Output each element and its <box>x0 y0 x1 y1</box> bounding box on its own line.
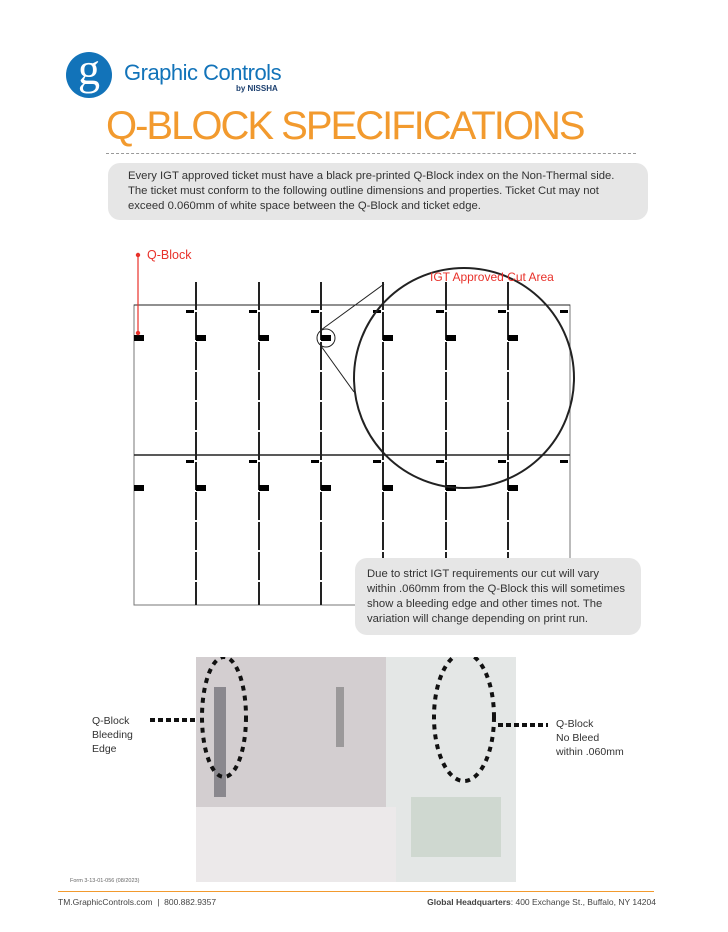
qblock-mark <box>508 335 518 341</box>
product-photo <box>196 657 516 882</box>
small-mark <box>249 310 257 313</box>
cut-area-label: IGT Approved Cut Area <box>430 270 554 284</box>
logo-icon: g <box>66 48 112 98</box>
small-mark <box>498 310 506 313</box>
small-mark <box>498 460 506 463</box>
zoom-line-top <box>320 283 385 331</box>
small-mark <box>311 310 319 313</box>
qblock-mark <box>321 485 331 491</box>
zoom-line-bottom <box>320 345 355 393</box>
brand-name: Graphic Controls <box>124 60 282 85</box>
small-mark <box>249 460 257 463</box>
note-text: Due to strict IGT requirements our cut w… <box>355 558 641 635</box>
small-mark <box>186 310 194 313</box>
left-leader <box>150 718 195 722</box>
brand-sub: by NISSHA <box>236 84 278 93</box>
divider <box>106 153 636 154</box>
small-mark <box>373 460 381 463</box>
footer-hq: Global Headquarters: 400 Exchange St., B… <box>427 897 656 907</box>
small-mark <box>186 460 194 463</box>
right-leader <box>498 723 548 727</box>
page-title: Q-BLOCK SPECIFICATIONS <box>106 104 586 148</box>
form-number: Form 3-13-01-056 (08/2023) <box>70 878 140 884</box>
qblock-mark <box>259 485 269 491</box>
small-mark <box>560 460 568 463</box>
footer-divider <box>58 891 654 892</box>
pointer-dot <box>135 330 141 336</box>
qblock-mark <box>383 485 393 491</box>
intro-text: Every IGT approved ticket must have a bl… <box>108 163 648 220</box>
detail-circle <box>316 328 336 348</box>
qblock-label: Q-Block <box>147 248 192 262</box>
small-mark <box>560 310 568 313</box>
qblock-mark <box>321 335 331 341</box>
qblock-mark <box>196 335 206 341</box>
qblock-mark <box>259 335 269 341</box>
qblock-mark <box>196 485 206 491</box>
ticket-grid <box>133 282 571 606</box>
qblock-mark <box>508 485 518 491</box>
qblock-mark <box>134 335 144 341</box>
footer-contact[interactable]: TM.GraphicControls.com | 800.882.9357 <box>58 897 217 907</box>
qblock-mark <box>446 335 456 341</box>
qblock-mark <box>383 335 393 341</box>
qblock-mark <box>134 485 144 491</box>
qblock-diagram <box>133 252 575 606</box>
pointer-dot <box>135 252 141 258</box>
small-mark <box>436 460 444 463</box>
small-mark <box>436 310 444 313</box>
magnify-circle <box>353 267 575 489</box>
small-mark <box>311 460 319 463</box>
